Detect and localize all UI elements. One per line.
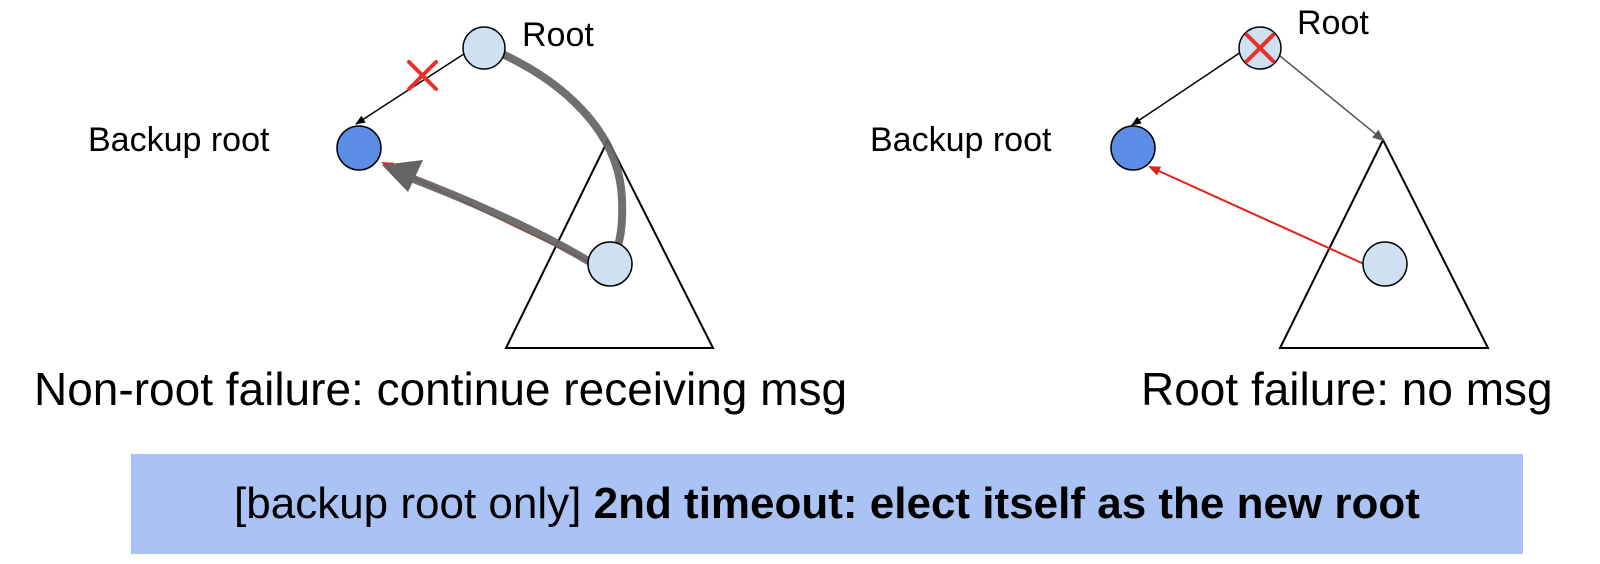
right-root-to-subtree-edge — [1279, 55, 1385, 142]
right-backup-root-node — [1110, 125, 1156, 171]
link-failure-x-icon — [407, 60, 438, 91]
left-panel: Root Backup root Non-root failure: conti… — [34, 16, 847, 415]
banner-prefix: [backup root only] — [234, 479, 594, 528]
left-message-flow-arrowhead — [382, 160, 423, 192]
left-backup-root-node — [336, 125, 382, 171]
left-subtree-node — [587, 241, 633, 287]
right-root-to-backup-edge — [1131, 49, 1245, 126]
failure-diagram: Root Backup root Non-root failure: conti… — [34, 4, 1553, 415]
banner-emphasis: 2nd timeout: elect itself as the new roo… — [593, 479, 1420, 528]
left-backup-root-label: Backup root — [88, 121, 270, 159]
election-banner: [backup root only] 2nd timeout: elect it… — [131, 454, 1523, 554]
root-failure-x-icon — [1245, 33, 1275, 63]
left-root-label: Root — [522, 16, 594, 54]
left-caption: Non-root failure: continue receiving msg — [34, 363, 847, 415]
right-panel: Root Backup root Root failure: no msg — [870, 4, 1553, 415]
right-backup-root-label: Backup root — [870, 121, 1052, 159]
right-subtree-triangle — [1278, 137, 1490, 349]
left-root-node — [462, 26, 506, 70]
right-caption: Root failure: no msg — [1141, 363, 1553, 415]
right-message-arrow — [1148, 166, 1365, 265]
right-subtree-node — [1362, 241, 1408, 287]
right-root-label: Root — [1297, 4, 1369, 42]
